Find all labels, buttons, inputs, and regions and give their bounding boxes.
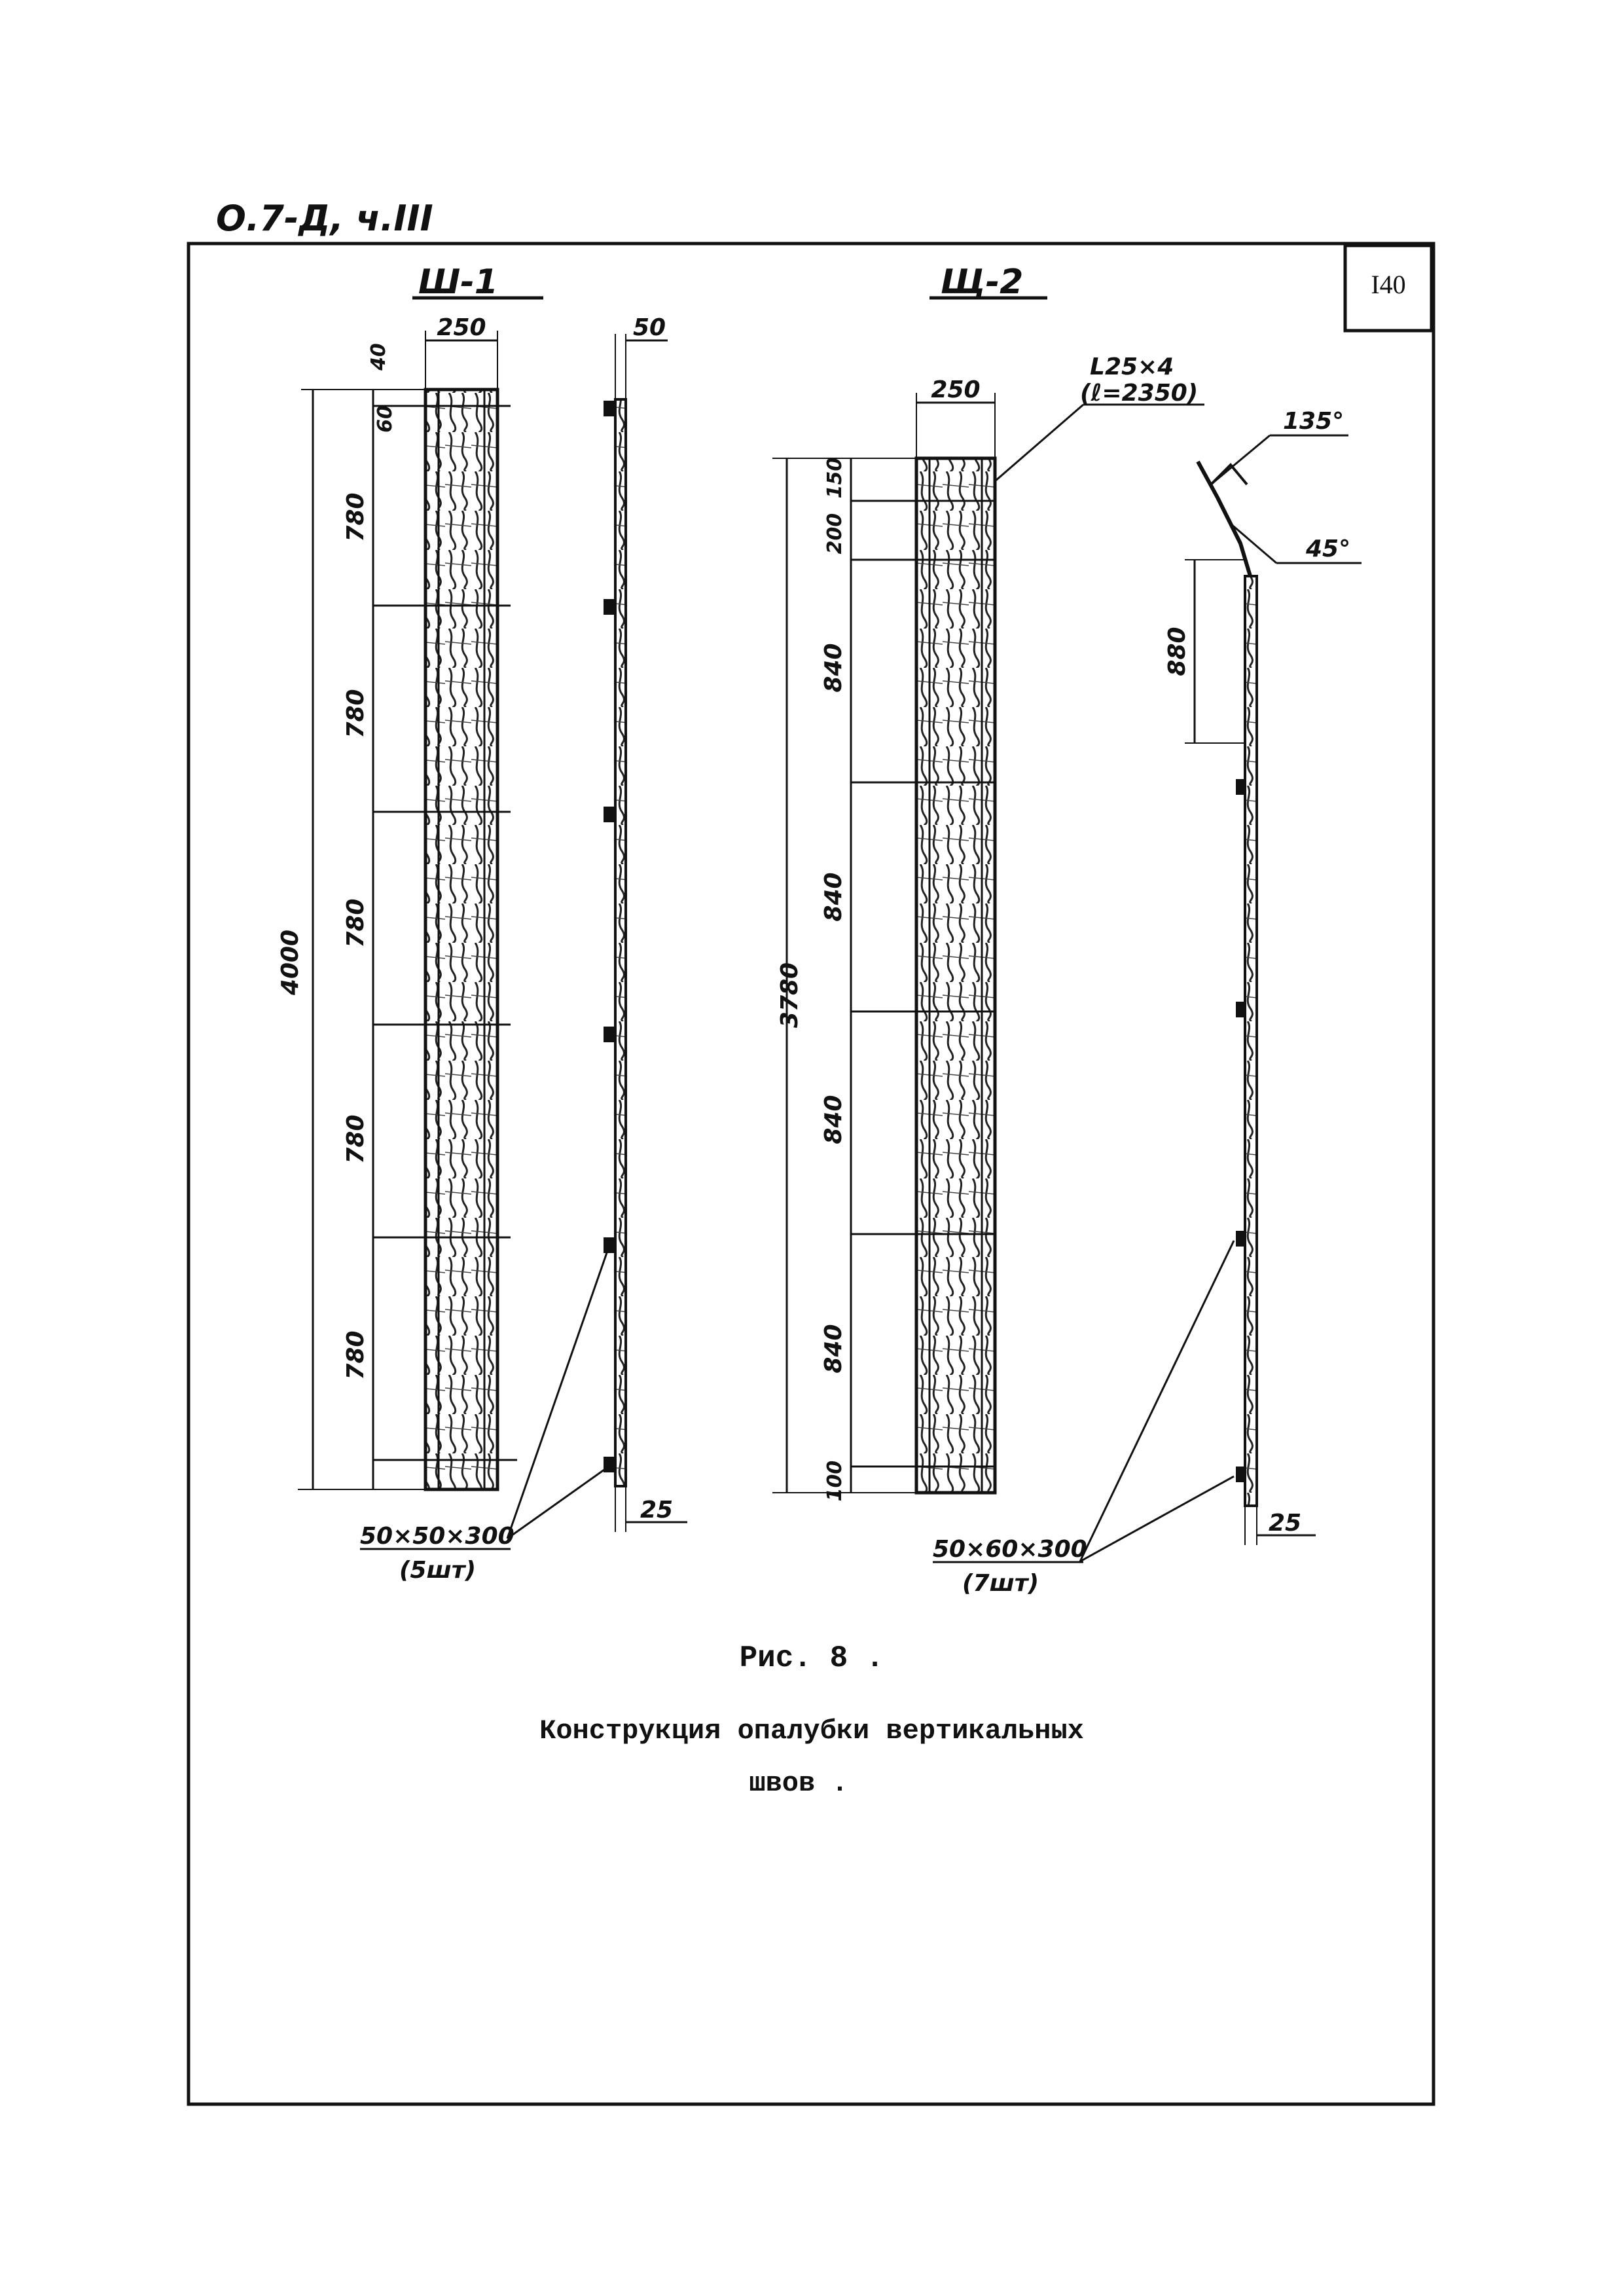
panel-2-side-dim: 880 [1164,627,1191,676]
panel-2-title: Щ-2 [941,263,1024,302]
panel-1-side-bottom: 25 [640,1497,673,1523]
panel-2-angle-side: 45° [1305,536,1350,562]
panel-2-side-top-bend [1196,460,1252,577]
panel-2-side-view [1244,575,1258,1507]
panel-2-bar-count: (7шт) [962,1570,1039,1597]
panel-2-segment: 840 [820,1095,847,1144]
caption-line-2: швов . [749,1768,848,1799]
panel-1-segment: 780 [342,898,369,947]
panel-2-top-dim-b: 150 [823,458,846,499]
panel-1-bar-count: (5шт) [399,1557,476,1584]
panel-1-side-view [614,398,627,1487]
panel-1: Ш-1 250 4000 40 60 780 780 780 7 [277,263,687,1584]
sheet-number-box [1343,244,1434,333]
panel-2-top-dim-a: 200 [823,513,846,555]
panel-1-width: 250 [437,314,486,341]
panel-2-width: 250 [931,376,980,403]
panel-2-total-height: 3780 [776,962,803,1028]
panel-1-side-top: 50 [633,314,666,341]
panel-1-top-dim-b: 60 [374,405,397,433]
panel-2: Щ-2 250 L25×4 (ℓ=2350) 3780 200 [772,263,1362,1597]
panel-2-angle-spec: L25×4 [1090,354,1174,380]
panel-2-bottom-dim: 100 [823,1461,846,1502]
figure-label: Рис. 8 . [740,1641,884,1675]
sheet-frame [187,242,1435,2106]
panel-1-segment: 780 [342,1330,369,1379]
panel-1-top-dim-a: 40 [367,343,390,371]
panel-2-angle-length: (ℓ=2350) [1080,380,1198,407]
panel-2-angle-top: 135° [1283,408,1344,435]
panel-2-segment: 840 [820,1324,847,1373]
panel-2-bar-spec: 50×60×300 [933,1536,1087,1563]
document-code: О.7-Д, ч.III [216,198,433,239]
panel-2-segment: 840 [820,643,847,692]
panel-1-segment: 780 [342,689,369,738]
panel-1-board [424,388,499,1491]
panel-1-total-height: 4000 [277,930,304,996]
panel-1-bar-spec: 50×50×300 [360,1523,514,1550]
panel-2-segment: 840 [820,872,847,921]
caption-line-1: Конструкция опалубки вертикальных [539,1715,1084,1747]
panel-2-side-bottom: 25 [1269,1510,1301,1537]
panel-1-segment: 780 [342,492,369,541]
panel-2-board [914,456,997,1495]
sheet-number: I40 [1371,270,1405,299]
panel-1-title: Ш-1 [418,263,498,302]
panel-1-segment: 780 [342,1114,369,1163]
